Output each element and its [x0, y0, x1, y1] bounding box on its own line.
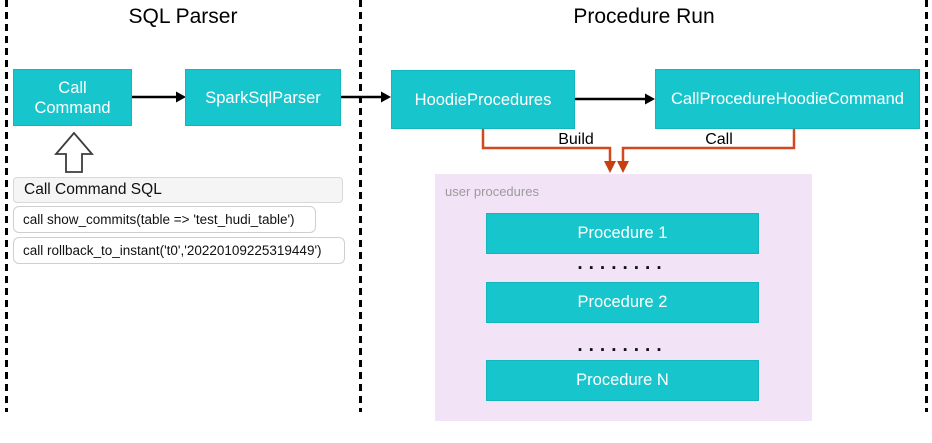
right-dashed-border	[925, 0, 928, 412]
node-procedure-2: Procedure 2	[486, 282, 759, 323]
sql-panel-header: Call Command SQL	[13, 177, 343, 203]
hollow-up-arrow-icon	[54, 131, 94, 173]
arrow-hoodieprocedures-to-callprocedure	[575, 93, 655, 105]
arrow-sparksqlparser-to-hoodieprocedures	[341, 91, 391, 103]
build-edge-label: Build	[558, 131, 594, 148]
left-dashed-border	[5, 0, 8, 412]
arrow-callcommand-to-sparksqlparser	[132, 91, 186, 103]
node-hoodie-procedures: HoodieProcedures	[391, 70, 575, 129]
call-edge-label: Call	[705, 131, 733, 148]
sql-parser-section-title: SQL Parser	[128, 5, 238, 28]
node-procedure-1: Procedure 1	[486, 213, 759, 254]
node-procedure-n: Procedure N	[486, 360, 759, 401]
sql-example-row: call rollback_to_instant('t0','202201092…	[13, 237, 345, 264]
node-call-procedure-hoodie-command: CallProcedureHoodieCommand	[655, 69, 920, 129]
sql-example-row: call show_commits(table => 'test_hudi_ta…	[13, 206, 316, 233]
ellipsis-dots: ........	[577, 253, 668, 274]
ellipsis-dots: ........	[577, 335, 668, 356]
user-procedures-label: user procedures	[445, 184, 539, 199]
middle-dashed-border	[359, 0, 362, 412]
node-call-command: Call Command	[13, 69, 132, 126]
node-spark-sql-parser: SparkSqlParser	[185, 69, 341, 126]
procedure-run-section-title: Procedure Run	[573, 5, 715, 28]
